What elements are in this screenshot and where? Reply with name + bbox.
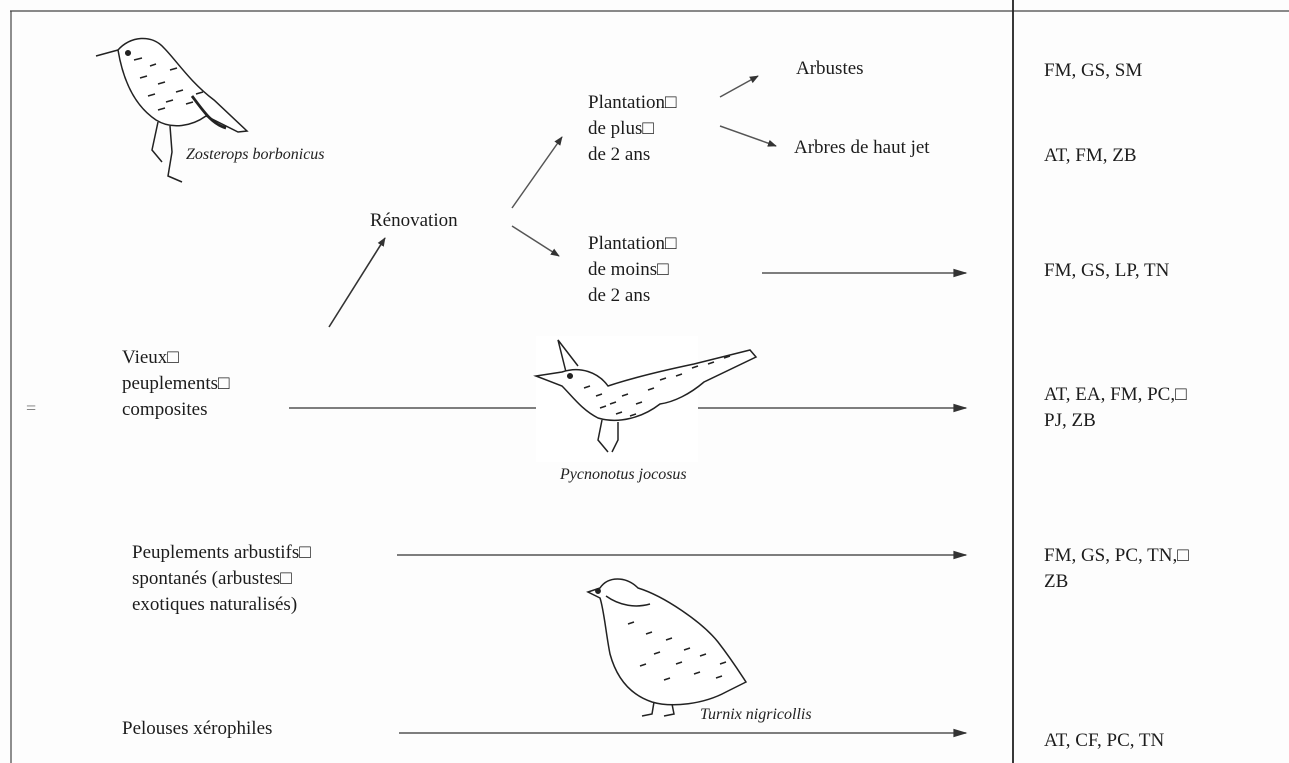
node-arbres-de-haut-jet: Arbres de haut jet bbox=[794, 135, 930, 161]
arrow-plant-plus-to-arbustes bbox=[720, 76, 758, 97]
arrow-plant-plus-to-arbres bbox=[720, 126, 776, 146]
pycnonotus-bird-illustration bbox=[536, 336, 756, 462]
node-plantation-moins-2-ans: Plantation□ de moins□ de 2 ans bbox=[588, 231, 677, 309]
codes-pelouses-xerophiles: AT, CF, PC, TN bbox=[1044, 728, 1164, 754]
arrow-renovation-to-plant-moins bbox=[512, 226, 559, 256]
species-turnix-nigricollis: Turnix nigricollis bbox=[700, 706, 812, 724]
node-peuplements-arbustifs: Peuplements arbustifs□ spontanés (arbust… bbox=[132, 540, 311, 618]
turnix-bird-illustration bbox=[588, 579, 746, 716]
codes-arbustes: FM, GS, SM bbox=[1044, 58, 1142, 84]
node-pelouses-xerophiles: Pelouses xérophiles bbox=[122, 716, 272, 742]
node-vieux-peuplements-composites: Vieux□ peuplements□ composites bbox=[122, 345, 230, 423]
species-pycnonotus-jocosus: Pycnonotus jocosus bbox=[560, 466, 687, 484]
node-arbustes: Arbustes bbox=[796, 56, 864, 82]
codes-plantation-moins-2-ans: FM, GS, LP, TN bbox=[1044, 258, 1169, 284]
margin-mark: = bbox=[26, 398, 36, 419]
arrow-vieux-to-renovation bbox=[329, 238, 385, 327]
codes-vieux-peuplements: AT, EA, FM, PC,□ PJ, ZB bbox=[1044, 382, 1187, 434]
arrow-renovation-to-plant-plus bbox=[512, 137, 562, 208]
node-renovation: Rénovation bbox=[370, 208, 458, 234]
codes-arbres-de-haut-jet: AT, FM, ZB bbox=[1044, 143, 1137, 169]
node-plantation-plus-2-ans: Plantation□ de plus□ de 2 ans bbox=[588, 90, 677, 168]
species-zosterops-borbonicus: Zosterops borbonicus bbox=[186, 146, 325, 164]
codes-peuplements-arbustifs: FM, GS, PC, TN,□ ZB bbox=[1044, 543, 1189, 595]
